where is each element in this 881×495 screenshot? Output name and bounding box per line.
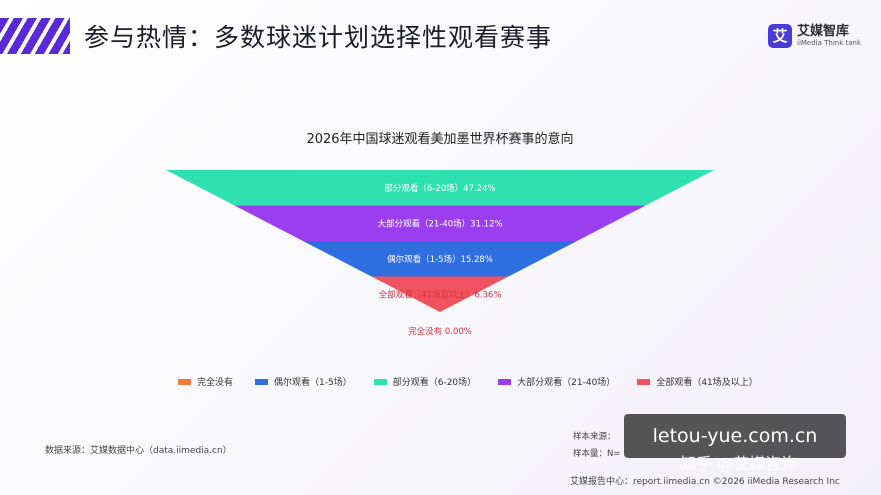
sample-size: 样本量：N= <box>573 449 621 459</box>
chart-title: 2026年中国球迷观看美加墨世界杯赛事的意向 <box>306 132 574 147</box>
legend-item-1: 完全没有 <box>178 375 233 388</box>
legend-swatch <box>637 378 651 385</box>
funnel-segment-2 <box>234 205 646 241</box>
logo-en: iiMedia Think tank <box>797 38 862 47</box>
legend-label: 全部观看（41场及以上） <box>656 378 758 388</box>
report-footer: 艾媒报告中心：report.iimedia.cn ©2026 iiMedia R… <box>570 477 840 487</box>
chart-legend: 完全没有 偶尔观看（1-5场） 部分观看（6-20场） 大部分观看（21-40场） 全部… <box>178 375 758 388</box>
data-source: 数据来源：艾媒数据中心（data.iimedia.cn） <box>45 446 232 456</box>
legend-label: 偶尔观看（1-5场） <box>274 378 352 388</box>
brand-logo: 艾 艾媒智库 iiMedia Think tank <box>768 22 861 50</box>
funnel-label-1: 部分观看（6-20场）47.24% <box>384 183 495 194</box>
legend-swatch <box>178 378 191 385</box>
watermark-text: letou-yue.com.cn <box>652 425 818 447</box>
funnel-label-5: 完全没有 0.00% <box>408 326 472 337</box>
page-title: 参与热情：多数球迷计划选择性观看赛事 <box>84 23 553 52</box>
logo-text: 艾媒智库 iiMedia Think tank <box>797 23 862 48</box>
funnel-label-3: 偶尔观看（1-5场）15.28% <box>387 254 493 265</box>
legend-item-2: 偶尔观看（1-5场） <box>255 375 352 388</box>
funnel-label-4: 全部观看（41场及以上）6.36% <box>379 289 502 300</box>
legend-label: 大部分观看（21-40场） <box>517 378 616 388</box>
sample-source: 样本来源： <box>573 432 616 442</box>
watermark-overlay: letou-yue.com.cn <box>624 414 846 458</box>
legend-item-4: 大部分观看（21-40场） <box>498 375 615 388</box>
legend-item-3: 部分观看（6-20场） <box>373 375 477 388</box>
legend-item-5: 全部观看（41场及以上） <box>637 375 758 388</box>
header-stripes <box>0 18 70 54</box>
legend-swatch <box>373 378 387 385</box>
funnel-segment-3 <box>303 241 577 277</box>
logo-icon: 艾 <box>768 24 792 48</box>
funnel-segment-4 <box>371 276 509 312</box>
zhihu-watermark: 知乎 @艾媒咨询 <box>680 454 798 473</box>
legend-swatch <box>255 378 269 385</box>
legend-swatch <box>498 378 512 385</box>
logo-cn: 艾媒智库 <box>797 23 850 39</box>
legend-label: 完全没有 <box>197 378 234 388</box>
funnel-label-2: 大部分观看（21-40场）31.12% <box>377 218 502 229</box>
funnel-segment-1 <box>166 170 714 206</box>
legend-label: 部分观看（6-20场） <box>392 378 477 388</box>
